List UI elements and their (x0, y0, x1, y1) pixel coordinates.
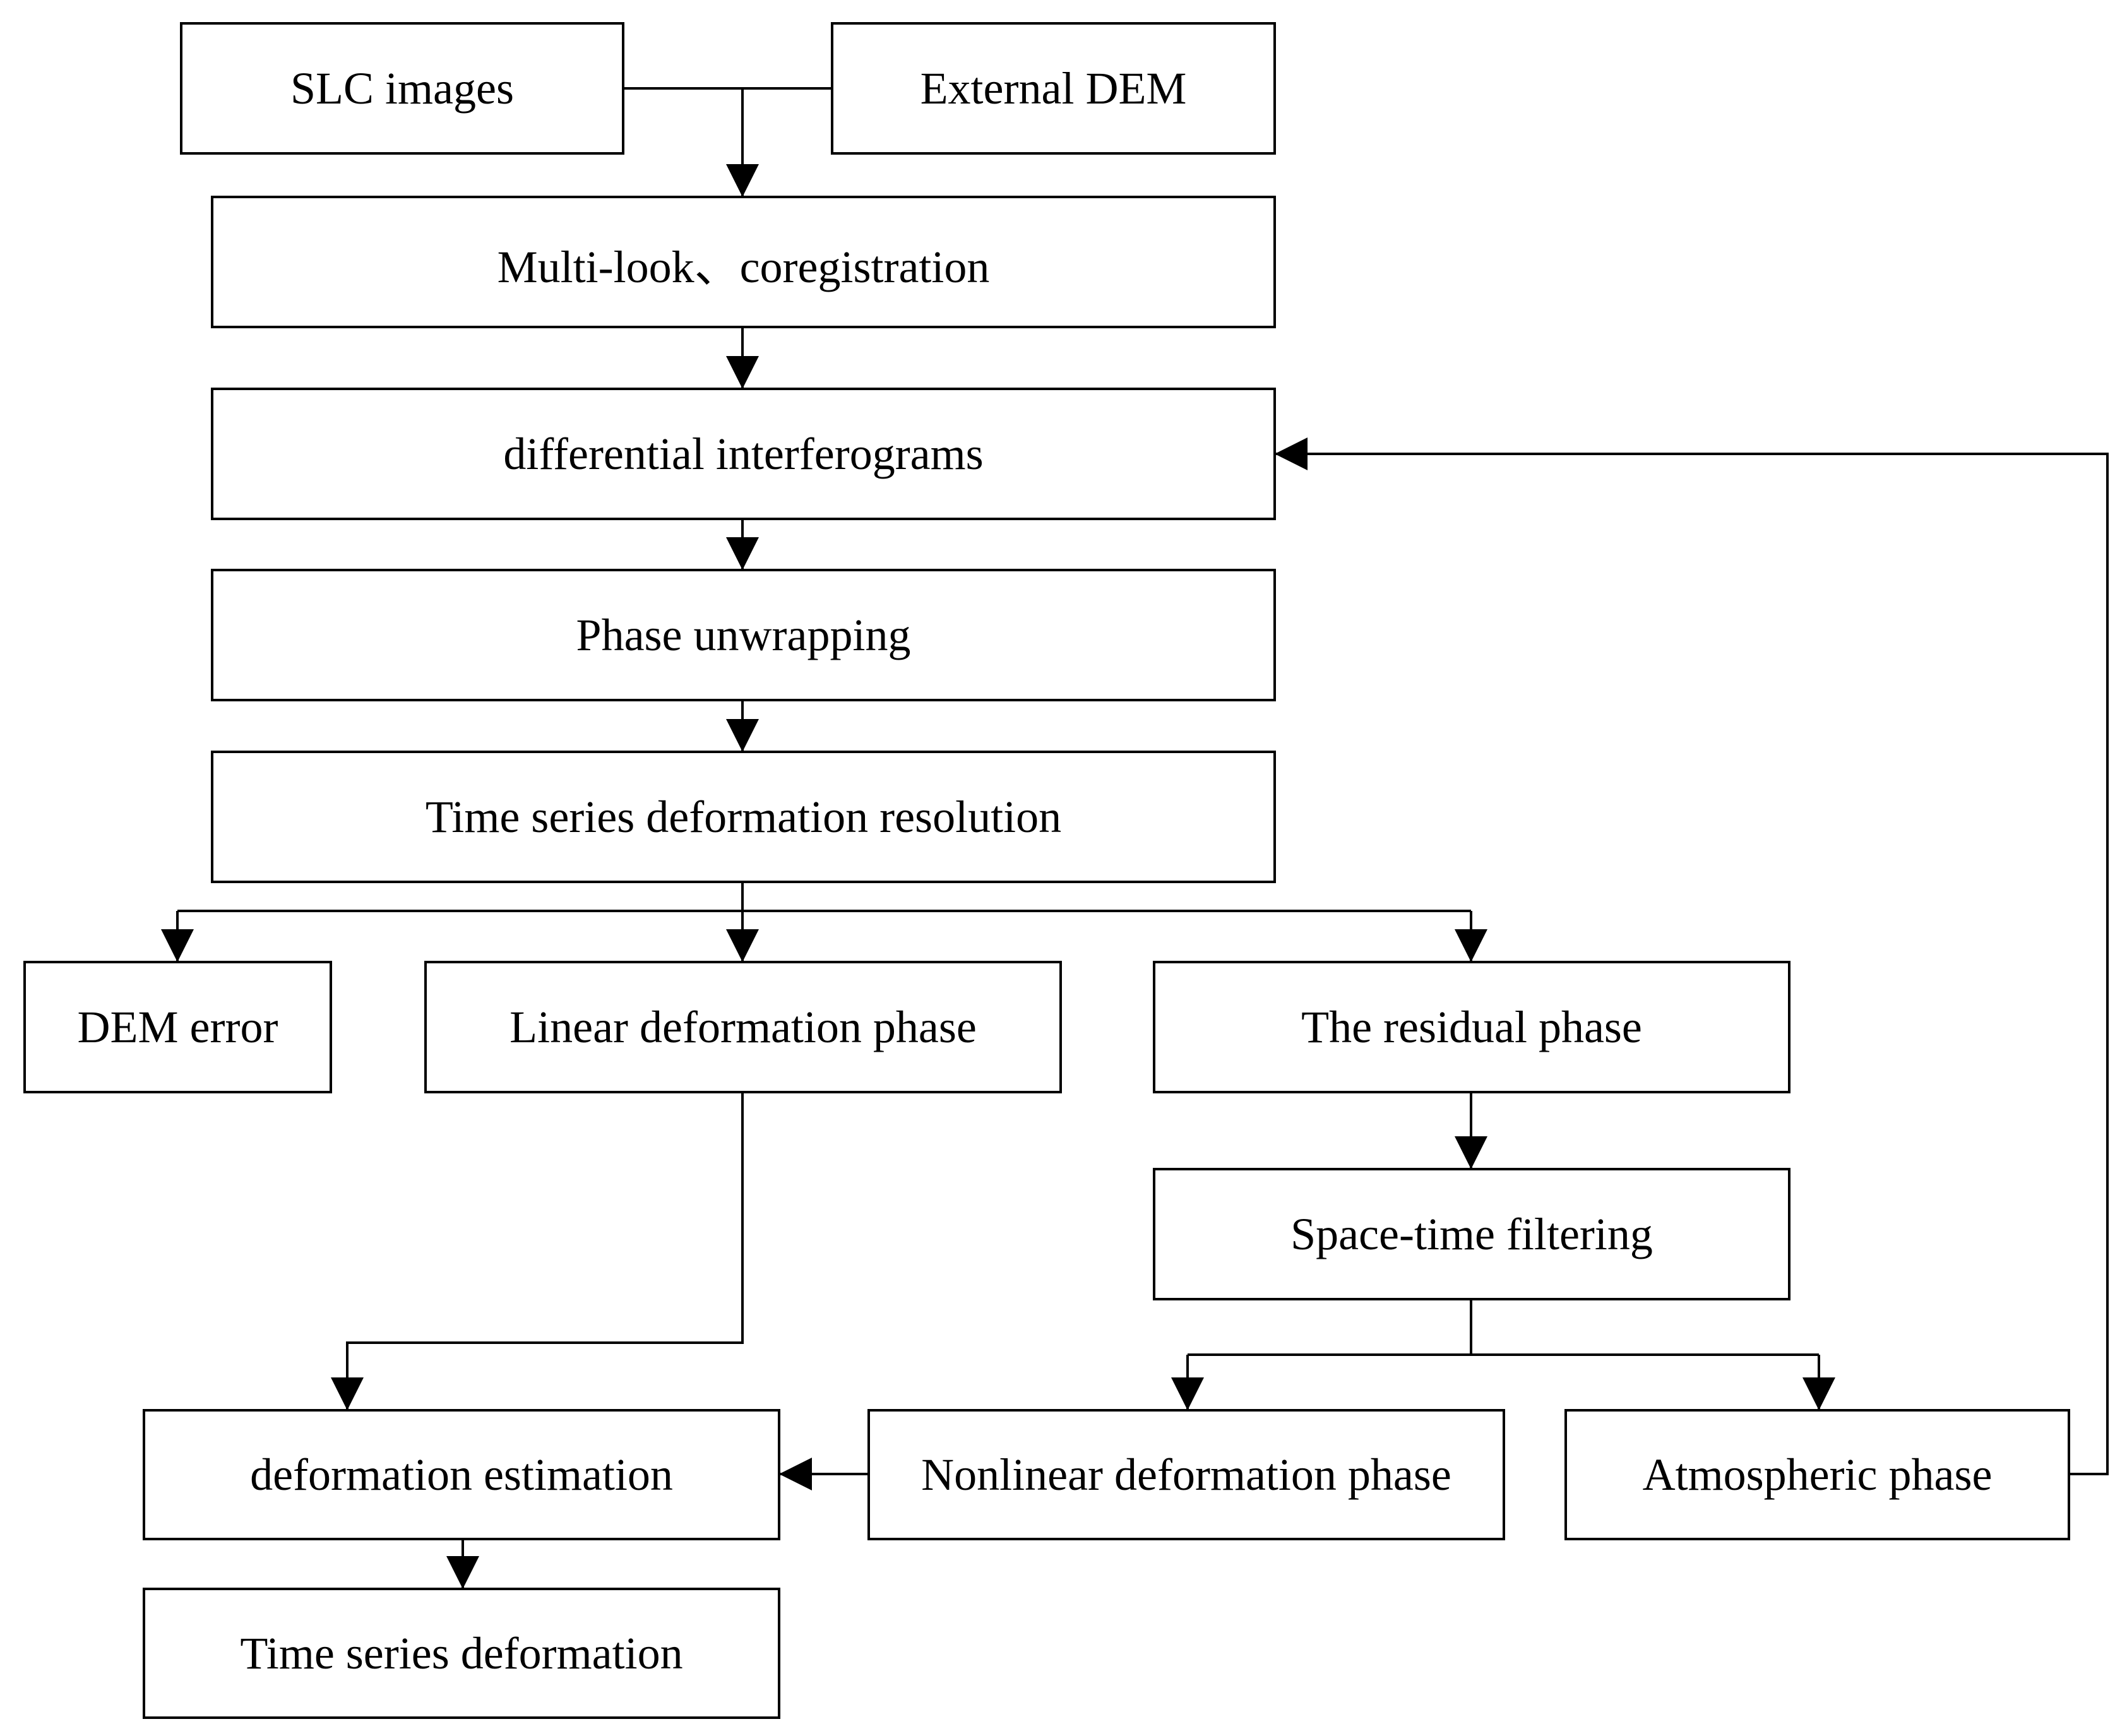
space-time-filtering-node: Space-time filtering (1153, 1168, 1790, 1300)
multilook-coregistration-node: Multi-look、coregistration (211, 196, 1276, 328)
residual-phase-node: The residual phase (1153, 961, 1790, 1093)
ts-deformation-resolution-node: Time series deformation resolution (211, 751, 1276, 883)
phase-unwrapping-node: Phase unwrapping (211, 569, 1276, 701)
time-series-deformation-node: Time series deformation (143, 1588, 780, 1719)
nonlinear-deformation-phase-node: Nonlinear deformation phase (867, 1409, 1505, 1540)
dem-error-node: DEM error (23, 961, 332, 1093)
atmospheric-phase-label: Atmospheric phase (1642, 1449, 1993, 1500)
nonlinear-deformation-phase-label: Nonlinear deformation phase (921, 1449, 1451, 1500)
deformation-estimation-label: deformation estimation (250, 1449, 673, 1500)
atmospheric-phase-node: Atmospheric phase (1564, 1409, 2070, 1540)
edge-linear-to-estimation (331, 1093, 744, 1410)
slc-images-node: SLC images (180, 22, 624, 155)
ts-deformation-resolution-label: Time series deformation resolution (425, 791, 1062, 842)
multilook-coregistration-label: Multi-look、coregistration (497, 241, 990, 292)
differential-interferograms-node: differential interferograms (211, 388, 1276, 520)
time-series-deformation-label: Time series deformation (240, 1627, 683, 1679)
external-dem-node: External DEM (831, 22, 1276, 155)
dem-error-label: DEM error (77, 1001, 278, 1052)
deformation-estimation-node: deformation estimation (143, 1409, 780, 1540)
edge-atmospheric-to-interferograms (1275, 437, 2109, 1475)
linear-deformation-phase-node: Linear deformation phase (424, 961, 1062, 1093)
phase-unwrapping-label: Phase unwrapping (576, 609, 911, 660)
space-time-filtering-label: Space-time filtering (1290, 1208, 1653, 1259)
external-dem-label: External DEM (920, 62, 1187, 114)
linear-deformation-phase-label: Linear deformation phase (509, 1001, 977, 1052)
slc-images-label: SLC images (290, 62, 514, 114)
residual-phase-label: The residual phase (1301, 1001, 1642, 1052)
differential-interferograms-label: differential interferograms (503, 428, 984, 479)
